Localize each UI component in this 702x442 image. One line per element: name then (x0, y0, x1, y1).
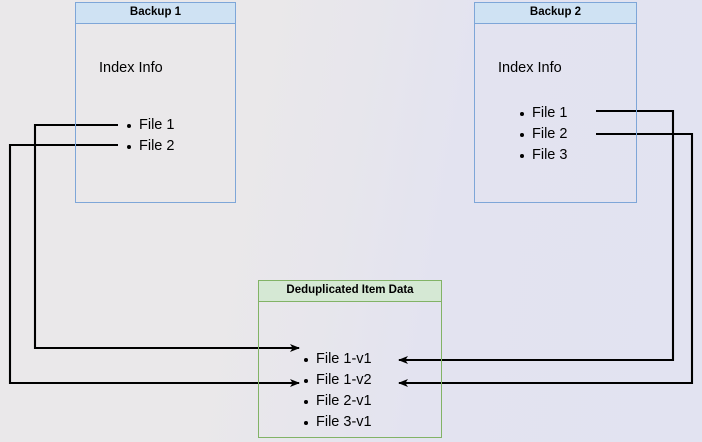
list-item: File 2 (517, 124, 567, 145)
list-item: File 3-v1 (301, 412, 372, 433)
backup-1-box[interactable]: Backup 1 Index Info File 1 File 2 (75, 2, 236, 203)
list-item: File 2 (124, 136, 174, 157)
backup-2-body: Index Info File 1 File 2 File 3 (475, 24, 636, 202)
deduplicated-file-list: File 1-v1 File 1-v2 File 2-v1 File 3-v1 (301, 349, 372, 433)
deduplicated-item-data-box[interactable]: Deduplicated Item Data File 1-v1 File 1-… (258, 280, 442, 438)
list-item: File 2-v1 (301, 391, 372, 412)
backup-1-title: Backup 1 (76, 3, 235, 24)
list-item: File 1-v1 (301, 349, 372, 370)
deduplicated-item-data-title: Deduplicated Item Data (259, 281, 441, 302)
backup-2-title: Backup 2 (475, 3, 636, 24)
backup-2-index-info-label: Index Info (498, 60, 562, 76)
list-item: File 3 (517, 145, 567, 166)
list-item: File 1 (517, 103, 567, 124)
backup-1-file-list: File 1 File 2 (124, 115, 174, 157)
backup-2-box[interactable]: Backup 2 Index Info File 1 File 2 File 3 (474, 2, 637, 203)
backup-2-file-list: File 1 File 2 File 3 (517, 103, 567, 166)
deduplicated-item-data-body: File 1-v1 File 1-v2 File 2-v1 File 3-v1 (259, 302, 441, 437)
backup-1-body: Index Info File 1 File 2 (76, 24, 235, 202)
list-item: File 1 (124, 115, 174, 136)
list-item: File 1-v2 (301, 370, 372, 391)
backup-1-index-info-label: Index Info (99, 60, 163, 76)
